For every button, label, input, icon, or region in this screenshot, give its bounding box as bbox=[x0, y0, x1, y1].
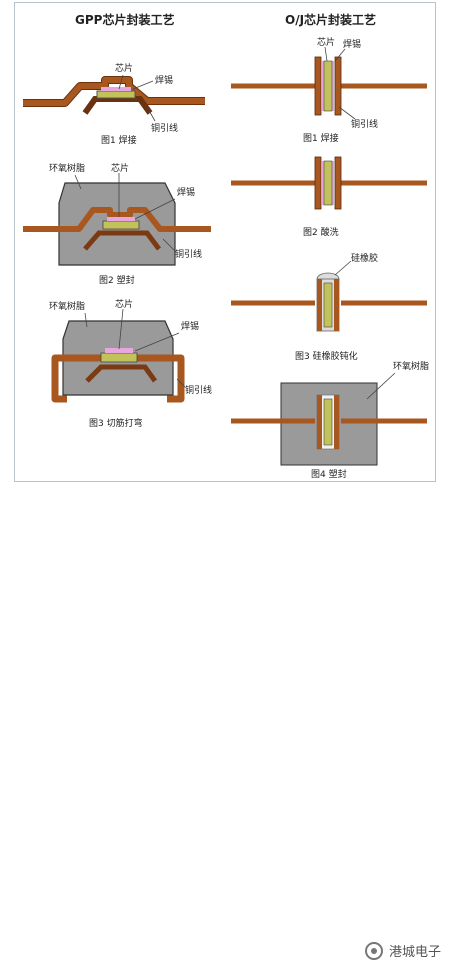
watermark: 港城电子 bbox=[364, 941, 441, 960]
gpp-fig2-solder bbox=[107, 217, 135, 221]
gpp-fig1-solder-label: 焊锡 bbox=[155, 74, 173, 86]
oj-title: O/J芯片封装工艺 bbox=[285, 12, 376, 27]
gpp-fig3-lead-left bbox=[51, 354, 103, 403]
wechat-icon bbox=[364, 941, 383, 960]
gpp-fig3: 环氧树脂 芯片 焊锡 铜引线 图3 切筋打弯 bbox=[49, 298, 212, 429]
oj-fig1-chip-label: 芯片 bbox=[317, 36, 335, 48]
gpp-fig3-chip bbox=[100, 352, 138, 363]
gpp-fig1-wire-label: 铜引线 bbox=[151, 122, 178, 134]
oj-fig1: 芯片 焊锡 铜引线 图1 焊接 bbox=[231, 36, 427, 144]
oj-fig1-caption: 图1 焊接 bbox=[303, 132, 339, 144]
oj-fig1-wire-label: 铜引线 bbox=[351, 118, 378, 130]
oj-fig2: 图2 酸洗 bbox=[231, 156, 427, 238]
gpp-fig2: 环氧树脂 芯片 焊锡 铜引线 图2 塑封 bbox=[23, 162, 211, 286]
gpp-fig3-chip-label: 芯片 bbox=[115, 298, 133, 310]
gpp-fig3-epoxy-label: 环氧树脂 bbox=[49, 300, 85, 312]
oj-fig4-caption: 图4 塑封 bbox=[311, 468, 347, 480]
oj-fig4-epoxy-label: 环氧树脂 bbox=[393, 360, 429, 372]
gpp-fig3-solder-label: 焊锡 bbox=[181, 320, 199, 332]
gpp-fig3-lead-right bbox=[135, 354, 185, 403]
packaging-diagram: GPP芯片封装工艺 O/J芯片封装工艺 芯片 焊锡 铜引线 图1 焊接 环氧树脂… bbox=[23, 12, 429, 480]
gpp-fig1-solder bbox=[101, 87, 131, 91]
oj-fig4: 环氧树脂 图4 塑封 bbox=[231, 360, 429, 480]
gpp-fig3-caption: 图3 切筋打弯 bbox=[89, 417, 143, 429]
oj-fig2-chip bbox=[323, 160, 333, 206]
gpp-fig2-chip bbox=[102, 220, 140, 230]
oj-fig4-chip bbox=[323, 398, 333, 446]
oj-fig3-silicone-label: 硅橡胶 bbox=[351, 252, 378, 264]
oj-fig1-solder-label: 焊锡 bbox=[343, 38, 361, 50]
oj-fig1-chip bbox=[323, 60, 333, 112]
oj-fig2-caption: 图2 酸洗 bbox=[303, 226, 339, 238]
gpp-fig2-solder-label: 焊锡 bbox=[177, 186, 195, 198]
gpp-fig1-chip-label: 芯片 bbox=[115, 62, 133, 74]
gpp-fig3-wire-label: 铜引线 bbox=[185, 384, 212, 396]
gpp-title: GPP芯片封装工艺 bbox=[75, 12, 174, 27]
gpp-fig2-caption: 图2 塑封 bbox=[99, 274, 135, 286]
gpp-fig2-chip-label: 芯片 bbox=[111, 162, 129, 174]
diagram-panel: GPP芯片封装工艺 O/J芯片封装工艺 芯片 焊锡 铜引线 图1 焊接 环氧树脂… bbox=[14, 2, 436, 482]
gpp-fig2-wire-label: 铜引线 bbox=[175, 248, 202, 260]
gpp-fig3-solder bbox=[105, 348, 133, 353]
gpp-fig2-epoxy-label: 环氧树脂 bbox=[49, 162, 85, 174]
oj-fig3-caption: 图3 硅橡胶钝化 bbox=[295, 350, 358, 362]
gpp-fig1-caption: 图1 焊接 bbox=[101, 134, 137, 146]
watermark-text: 港城电子 bbox=[388, 945, 441, 960]
gpp-fig1: 芯片 焊锡 铜引线 图1 焊接 bbox=[23, 62, 205, 146]
gpp-fig1-chip bbox=[96, 90, 136, 99]
oj-fig3: 硅橡胶 图3 硅橡胶钝化 bbox=[231, 252, 427, 362]
